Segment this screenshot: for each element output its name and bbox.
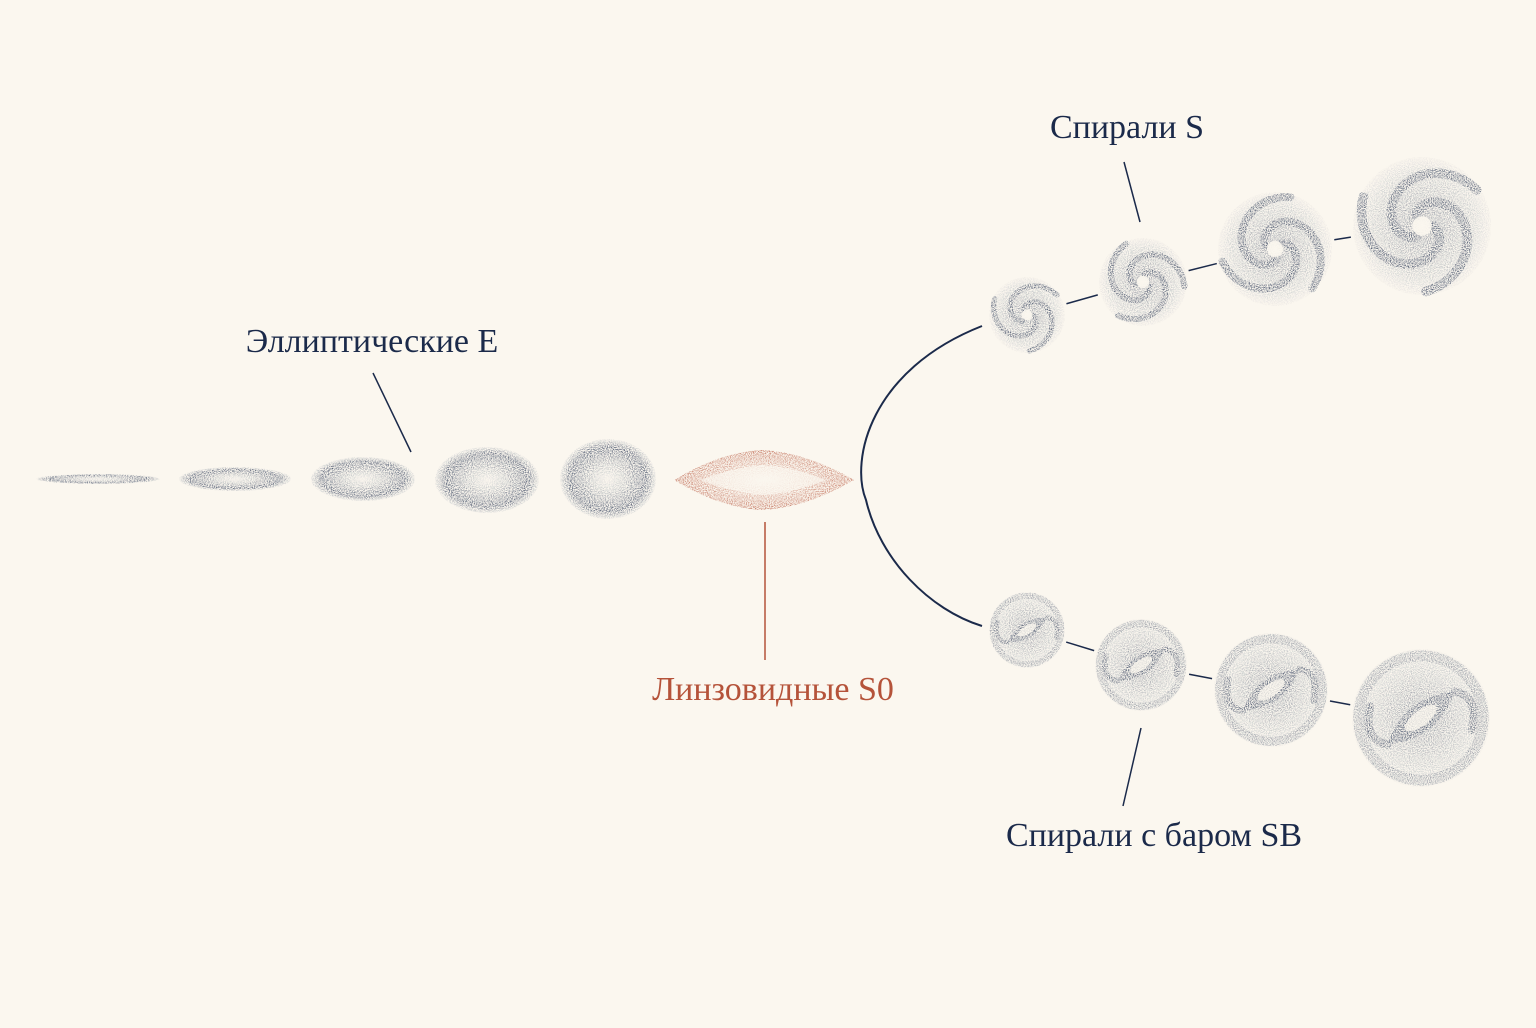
barred-spiral-connector [1065,641,1095,652]
spiral-connector [1188,262,1217,272]
elliptical-leader-line [372,372,412,453]
spiral-galaxy [989,277,1065,354]
fork-branch-curve [860,325,983,627]
barred-spiral-galaxy [1095,619,1187,711]
lenticular-label: Линзовидные S0 [652,671,894,708]
spiral-galaxy [1353,157,1491,297]
elliptical-galaxy [36,474,160,484]
spiral-galaxy [1099,238,1188,326]
barred-spiral-connector [1188,673,1213,680]
elliptical-galaxy [560,439,656,519]
barred-spiral-galaxy [1214,633,1328,747]
spiral-label: Спирали S [1049,109,1205,146]
spiral-connector [1334,236,1351,241]
barred-spiral-leader-line [1122,727,1142,807]
barred-spiral-connector [1329,700,1351,706]
elliptical-galaxy [435,447,539,513]
elliptical-galaxy [179,467,291,491]
barred-spiral-label: Спирали с баром SB [1005,817,1303,854]
lenticular-galaxy [674,450,854,510]
spiral-leader-line [1123,161,1141,223]
spiral-connector [1066,294,1098,305]
barred-spiral-galaxy [1352,649,1490,787]
spiral-galaxy [1218,192,1332,306]
barred-spiral-galaxy [989,592,1065,668]
elliptical-galaxy [311,457,415,501]
elliptical-label: Эллиптические E [245,323,499,360]
